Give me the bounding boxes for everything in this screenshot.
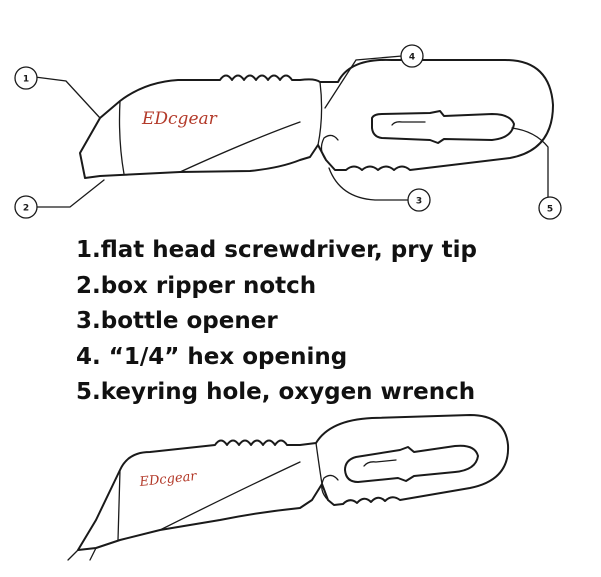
callout-3-label: 3 <box>416 197 422 207</box>
callout-4-circle <box>400 44 424 68</box>
legend-item-2: 2.box ripper notch <box>76 272 317 299</box>
callout-5-circle <box>538 196 562 220</box>
top-hex-slot <box>371 110 515 144</box>
callout-1-circle <box>14 66 38 90</box>
legend-item-5: 5.keyring hole, oxygen wrench <box>76 379 476 405</box>
legend-item-3: 3.bottle opener <box>76 308 278 334</box>
callout-5-label: 5 <box>547 205 553 215</box>
callout-3-circle <box>407 188 431 212</box>
top-brand-logo: EDcgear <box>141 109 218 129</box>
bottom-tool-outline <box>67 414 510 561</box>
feature-legend: 1.flat head screwdriver, pry tip 2.box r… <box>76 233 596 411</box>
legend-item-1: 1.flat head screwdriver, pry tip <box>76 237 477 263</box>
bottom-hex-slot <box>344 444 479 483</box>
bottom-brand-logo: EDcgear <box>138 469 198 490</box>
callout-2-label: 2 <box>23 204 29 214</box>
callout-4-label: 4 <box>409 53 415 63</box>
legend-item-4: 4. “1/4” hex opening <box>76 343 348 370</box>
top-tool-outline <box>79 58 554 179</box>
callout-1-label: 1 <box>23 75 29 85</box>
callout-2-circle <box>14 195 38 219</box>
